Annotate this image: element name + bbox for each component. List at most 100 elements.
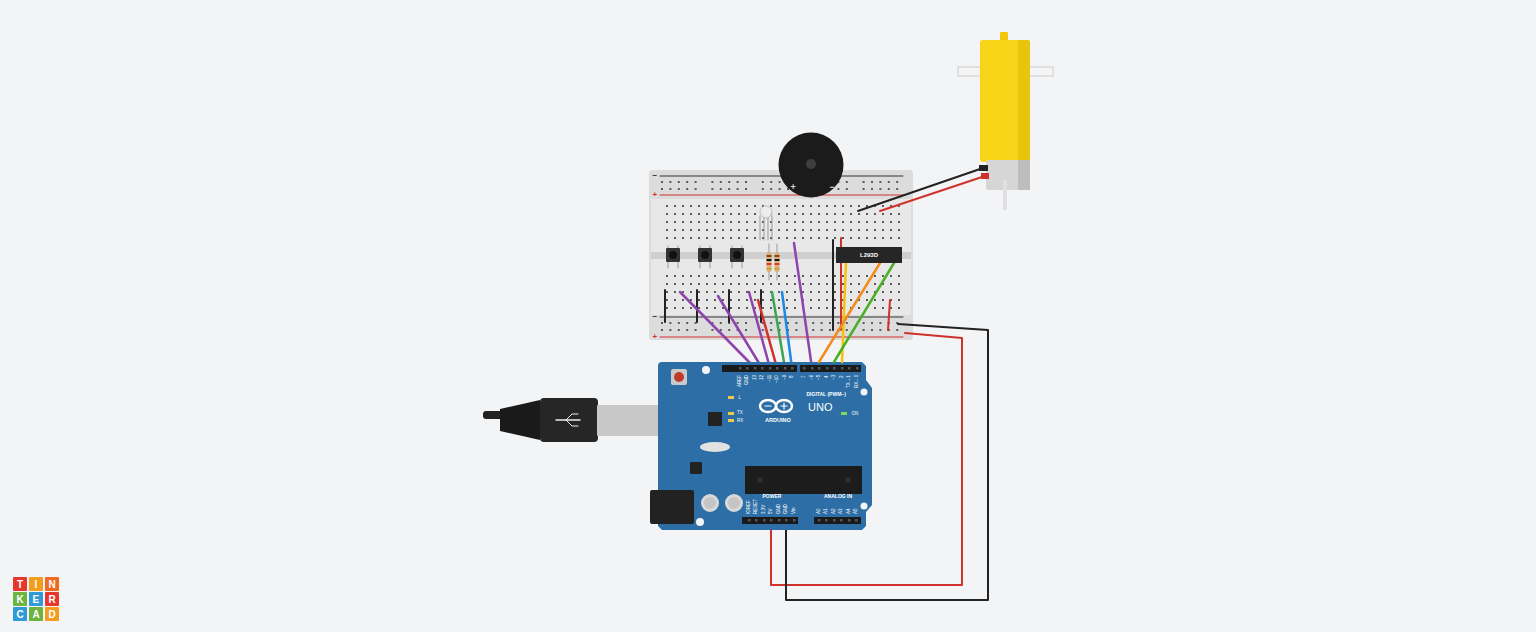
breadboard-hole bbox=[754, 291, 756, 293]
breadboard-hole bbox=[695, 329, 697, 331]
breadboard-hole bbox=[738, 237, 740, 239]
breadboard-hole bbox=[738, 213, 740, 215]
breadboard-hole bbox=[706, 229, 708, 231]
crystal bbox=[700, 442, 730, 452]
resistor-symbol bbox=[767, 252, 772, 272]
breadboard-hole bbox=[690, 205, 692, 207]
reset-button-cap bbox=[674, 372, 684, 382]
breadboard-hole bbox=[794, 213, 796, 215]
usb-symbol bbox=[566, 414, 578, 420]
breadboard-hole bbox=[686, 329, 688, 331]
pin-name: 3.3V bbox=[762, 505, 767, 514]
breadboard-hole bbox=[802, 283, 804, 285]
breadboard-hole bbox=[720, 329, 722, 331]
breadboard-hole bbox=[661, 322, 663, 324]
breadboard-hole bbox=[682, 221, 684, 223]
breadboard-hole bbox=[818, 283, 820, 285]
breadboard-hole bbox=[674, 229, 676, 231]
breadboard-hole bbox=[674, 291, 676, 293]
header-pin bbox=[818, 367, 821, 370]
breadboard-hole bbox=[786, 213, 788, 215]
header-pin bbox=[811, 367, 814, 370]
motor-shade bbox=[1018, 40, 1030, 162]
breadboard-hole bbox=[746, 275, 748, 277]
header-pin bbox=[855, 519, 858, 522]
breadboard-hole bbox=[826, 229, 828, 231]
breadboard-hole bbox=[706, 237, 708, 239]
breadboard-hole bbox=[882, 221, 884, 223]
breadboard-hole bbox=[714, 283, 716, 285]
breadboard-hole bbox=[745, 322, 747, 324]
breadboard-hole bbox=[882, 205, 884, 207]
breadboard-hole bbox=[746, 213, 748, 215]
header-pin bbox=[770, 519, 773, 522]
breadboard-hole bbox=[779, 188, 781, 190]
signal-wire bbox=[794, 243, 812, 368]
logo-letter: D bbox=[49, 609, 56, 620]
header-pin bbox=[856, 367, 859, 370]
breadboard-hole bbox=[762, 299, 764, 301]
header-pin bbox=[833, 367, 836, 370]
breadboard-hole bbox=[826, 299, 828, 301]
breadboard-hole bbox=[829, 329, 831, 331]
breadboard-hole bbox=[661, 181, 663, 183]
breadboard-hole bbox=[706, 299, 708, 301]
breadboard-hole bbox=[898, 291, 900, 293]
breadboard-hole bbox=[714, 237, 716, 239]
breadboard-hole bbox=[874, 237, 876, 239]
motor-axle bbox=[1003, 180, 1007, 210]
breadboard-hole bbox=[786, 229, 788, 231]
breadboard-hole bbox=[714, 307, 716, 309]
breadboard-hole bbox=[738, 275, 740, 277]
pin-name: 12 bbox=[760, 375, 765, 380]
breadboard-hole bbox=[846, 188, 848, 190]
led-label: ON bbox=[852, 412, 859, 417]
breadboard-hole bbox=[778, 307, 780, 309]
breadboard-hole bbox=[842, 221, 844, 223]
breadboard-hole bbox=[888, 188, 890, 190]
breadboard-hole bbox=[871, 188, 873, 190]
breadboard-hole bbox=[874, 229, 876, 231]
breadboard-hole bbox=[786, 205, 788, 207]
breadboard-hole bbox=[810, 275, 812, 277]
breadboard-hole bbox=[858, 237, 860, 239]
breadboard-hole bbox=[730, 221, 732, 223]
breadboard-hole bbox=[786, 275, 788, 277]
mount-hole bbox=[696, 518, 704, 526]
logo-tile bbox=[13, 592, 27, 606]
rail-line bbox=[660, 195, 903, 196]
breadboard-hole bbox=[834, 213, 836, 215]
breadboard-hole bbox=[802, 205, 804, 207]
breadboard-hole bbox=[666, 213, 668, 215]
header-title: ANALOG IN bbox=[824, 494, 852, 500]
header-pin bbox=[825, 519, 828, 522]
jumper-wire bbox=[696, 290, 698, 322]
header-pin bbox=[793, 519, 796, 522]
breadboard-hole bbox=[850, 221, 852, 223]
pin-name: ~11 bbox=[768, 375, 773, 382]
breadboard-hole bbox=[706, 283, 708, 285]
breadboard-hole bbox=[882, 229, 884, 231]
breadboard-hole bbox=[810, 229, 812, 231]
resistor-band bbox=[767, 255, 772, 257]
header-pin bbox=[755, 519, 758, 522]
breadboard-hole bbox=[674, 205, 676, 207]
header-pin bbox=[848, 367, 851, 370]
breadboard-hole bbox=[834, 307, 836, 309]
breadboard-hole bbox=[874, 283, 876, 285]
breadboard-hole bbox=[728, 181, 730, 183]
reset-button bbox=[671, 369, 687, 385]
breadboard-hole bbox=[745, 181, 747, 183]
jumper-wire bbox=[888, 300, 890, 330]
rgb-led bbox=[760, 206, 772, 218]
breadboard-hole bbox=[711, 181, 713, 183]
breadboard-hole bbox=[858, 283, 860, 285]
pin-name: 4 bbox=[825, 375, 830, 378]
mount-hole bbox=[861, 503, 868, 510]
breadboard-hole bbox=[746, 307, 748, 309]
motor-wire bbox=[880, 176, 985, 211]
logo-letter: C bbox=[17, 609, 24, 620]
breadboard-hole bbox=[879, 181, 881, 183]
breadboard-hole bbox=[690, 307, 692, 309]
